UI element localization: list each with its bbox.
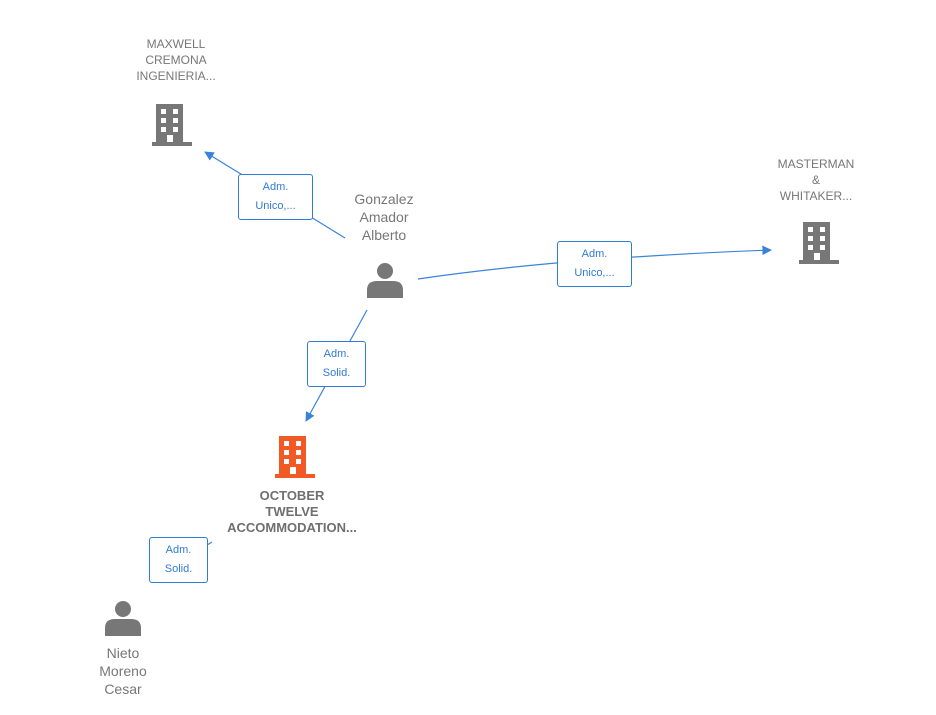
label-line: Moreno xyxy=(99,663,147,679)
label-line: OCTOBER xyxy=(259,488,325,503)
building-icon[interactable] xyxy=(275,436,315,478)
label-line: Nieto xyxy=(106,645,140,661)
edge-label-line: Adm. xyxy=(165,544,192,556)
building-icon[interactable] xyxy=(152,104,192,146)
building-icon[interactable] xyxy=(799,222,839,264)
node-label-october[interactable]: OCTOBER TWELVE ACCOMMODATION... xyxy=(206,488,378,536)
edge-label-nieto-october[interactable]: Adm. Solid. xyxy=(149,537,208,583)
label-line: & xyxy=(811,173,820,187)
node-label-nieto[interactable]: Nieto Moreno Cesar xyxy=(80,644,166,698)
person-icon[interactable] xyxy=(367,263,403,298)
edge-label-line: Adm. xyxy=(581,248,608,260)
node-label-maxwell[interactable]: MAXWELL CREMONA INGENIERIA... xyxy=(128,36,224,84)
label-line: ACCOMMODATION... xyxy=(227,520,357,535)
label-line: CREMONA xyxy=(145,53,207,67)
label-line: TWELVE xyxy=(265,504,319,519)
label-line: MAXWELL xyxy=(146,37,206,51)
label-line: Amador xyxy=(359,209,409,225)
label-line: WHITAKER... xyxy=(779,189,853,203)
edge-label-line: Solid. xyxy=(164,563,193,575)
label-line: Cesar xyxy=(104,681,142,697)
node-label-gonzalez[interactable]: Gonzalez Amador Alberto xyxy=(336,190,432,244)
label-line: Gonzalez xyxy=(354,191,414,207)
edge-label-to-maxwell[interactable]: Adm. Unico,... xyxy=(238,174,313,220)
label-line: MASTERMAN xyxy=(777,157,855,171)
edge-label-to-masterman[interactable]: Adm. Unico,... xyxy=(557,241,632,287)
edge-label-line: Adm. xyxy=(262,181,289,193)
edge-label-line: Solid. xyxy=(322,367,351,379)
label-line: INGENIERIA... xyxy=(136,69,216,83)
label-line: Alberto xyxy=(361,227,407,243)
edge-label-line: Adm. xyxy=(323,348,350,360)
person-icon[interactable] xyxy=(105,601,141,636)
edge-label-to-october[interactable]: Adm. Solid. xyxy=(307,341,366,387)
edge-label-line: Unico,... xyxy=(255,200,296,212)
node-label-masterman[interactable]: MASTERMAN & WHITAKER... xyxy=(764,156,868,204)
edge-label-line: Unico,... xyxy=(574,267,615,279)
